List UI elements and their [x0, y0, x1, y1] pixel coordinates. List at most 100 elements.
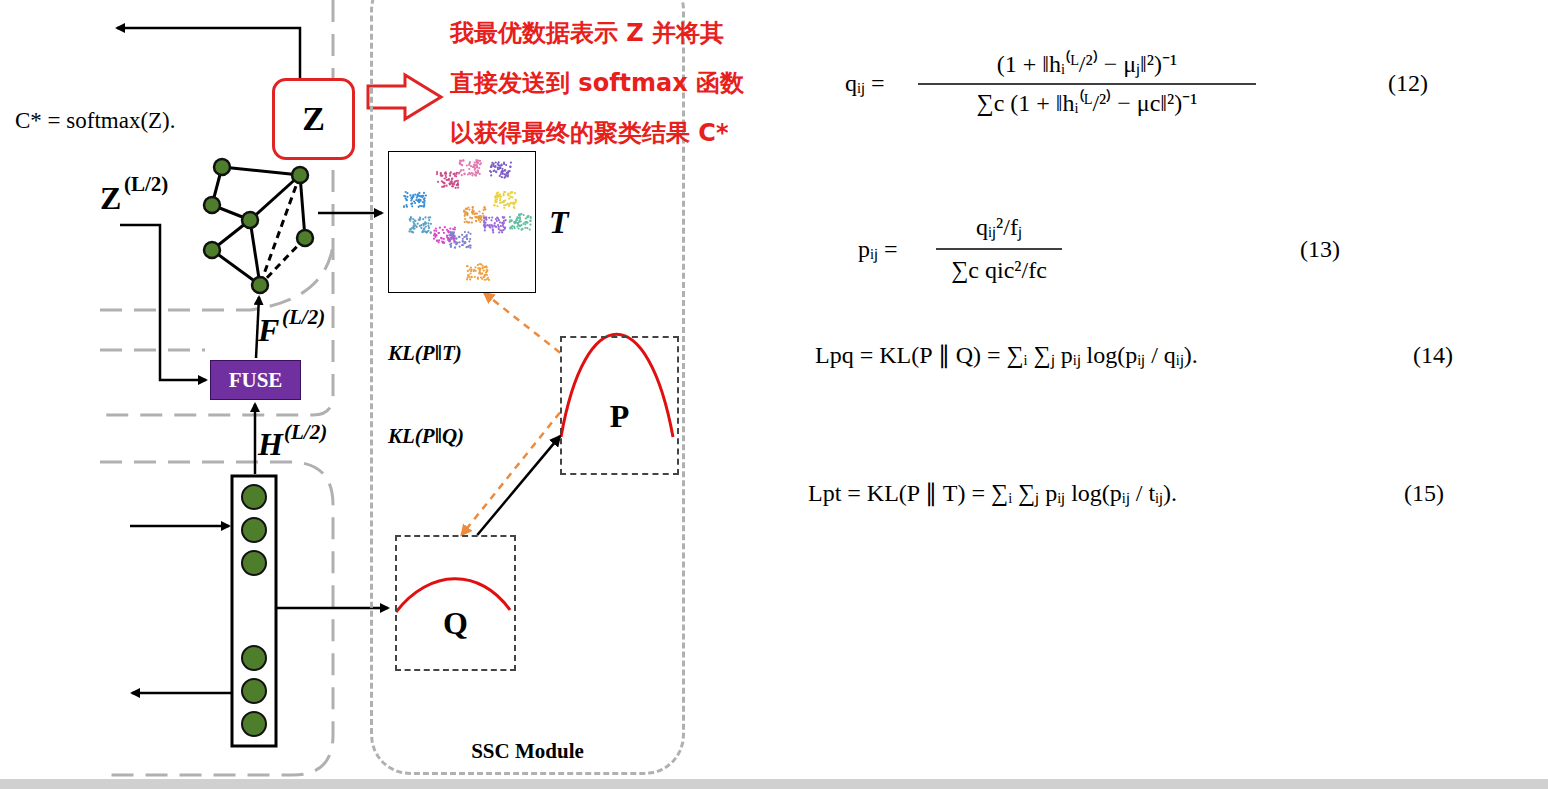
scatter-dot	[459, 163, 461, 165]
scatter-dot	[473, 210, 475, 212]
scatter-dot	[418, 206, 420, 208]
scatter-dot	[490, 174, 492, 176]
scatter-dot	[498, 167, 500, 169]
scatter-dot	[479, 269, 481, 271]
scatter-dot	[438, 232, 440, 234]
scatter-dot	[436, 171, 438, 173]
scatter-dot	[453, 182, 455, 184]
scatter-dot	[498, 226, 500, 228]
scatter-dot	[470, 276, 472, 278]
equation-part: Lpt = KL(P ∥ T) = ∑ᵢ ∑ⱼ pᵢⱼ log(pᵢⱼ / tᵢ…	[808, 480, 1177, 508]
vector-cell	[242, 646, 266, 670]
scatter-dot	[523, 223, 525, 225]
scatter-dot	[411, 231, 413, 233]
graph-node	[292, 167, 308, 183]
scatter-dot	[530, 217, 532, 219]
scatter-dot	[485, 219, 487, 221]
scatter-dot	[438, 241, 440, 243]
scatter-dot	[421, 231, 423, 233]
scatter-dot	[436, 240, 438, 242]
equation-part: (14)	[1413, 342, 1453, 370]
scatter-dot	[499, 221, 501, 223]
scatter-dot	[427, 222, 429, 224]
scatter-dot	[527, 215, 529, 217]
scatter-dot	[464, 231, 466, 233]
scatter-dot	[461, 174, 463, 176]
scatter-dot	[422, 205, 424, 207]
diagram-label: KL(P‖T)	[388, 341, 462, 365]
scatter-dot	[502, 216, 504, 218]
scatter-dot	[470, 165, 472, 167]
scatter-dot	[482, 267, 484, 269]
scatter-dot	[466, 164, 468, 166]
scatter-dot	[475, 270, 477, 272]
scatter-dot	[518, 214, 520, 216]
node-label: P	[610, 398, 630, 435]
scatter-dot	[444, 226, 446, 228]
scatter-dot	[447, 230, 449, 232]
scatter-dot	[514, 227, 516, 229]
scatter-dot	[409, 228, 411, 230]
scatter-dot	[440, 173, 442, 175]
diagram-label: H	[258, 426, 283, 463]
scatter-dot	[469, 233, 471, 235]
scatter-dot	[446, 179, 448, 181]
scatter-dot	[513, 206, 515, 208]
scatter-dot	[410, 231, 412, 233]
scatter-dot	[494, 165, 496, 167]
scatter-dot	[447, 237, 449, 239]
scatter-dot	[495, 226, 497, 228]
scatter-dot	[509, 166, 511, 168]
scatter-dot	[412, 196, 414, 198]
scatter-dot	[436, 173, 438, 175]
scatter-dot	[471, 276, 473, 278]
scatter-dot	[508, 194, 510, 196]
scatter-dot	[494, 222, 496, 224]
graph-node	[297, 230, 313, 246]
scatter-dot	[479, 160, 481, 162]
scatter-dot	[476, 172, 478, 174]
scatter-dot	[498, 168, 500, 170]
scatter-dot	[479, 221, 481, 223]
scatter-dot	[472, 173, 474, 175]
scatter-dot	[426, 232, 428, 234]
graph-edge	[260, 238, 305, 285]
scatter-dot	[519, 225, 521, 227]
scatter-dot	[529, 229, 531, 231]
vector-column	[232, 476, 276, 746]
scatter-dot	[501, 231, 503, 233]
scatter-dot	[473, 270, 475, 272]
scatter-dot	[455, 238, 457, 240]
scatter-dot	[420, 224, 422, 226]
scatter-dot	[467, 275, 469, 277]
scatter-dot	[442, 241, 444, 243]
scatter-dot	[504, 191, 506, 193]
region-outline	[100, 349, 205, 352]
scatter-dot	[423, 192, 425, 194]
scatter-dot	[456, 242, 458, 244]
scatter-dot	[466, 265, 468, 267]
scatter-dot	[497, 217, 499, 219]
scatter-dot	[509, 227, 511, 229]
scatter-dot	[448, 231, 450, 233]
equation-part: (12)	[1388, 70, 1428, 98]
scatter-dot	[461, 244, 463, 246]
scatter-dot	[435, 230, 437, 232]
fraction-bar	[918, 83, 1256, 84]
scatter-dot	[524, 227, 526, 229]
scatter-dot	[474, 213, 476, 215]
scatter-dot	[501, 222, 503, 224]
scatter-dot	[477, 277, 479, 279]
scatter-dot	[449, 183, 451, 185]
scatter-dot	[504, 170, 506, 172]
scatter-dot	[433, 238, 435, 240]
scatter-dot	[429, 216, 431, 218]
equation-part: (1 + ‖hᵢ⁽ᴸ/²⁾ − μⱼ‖²)⁻¹	[997, 51, 1177, 79]
graph-edge	[260, 175, 300, 285]
scatter-dot	[472, 166, 474, 168]
tsne-box: T	[388, 151, 536, 293]
scatter-dot	[455, 187, 457, 189]
scatter-dot	[496, 192, 498, 194]
scatter-dot	[408, 230, 410, 232]
scatter-dot	[476, 212, 478, 214]
